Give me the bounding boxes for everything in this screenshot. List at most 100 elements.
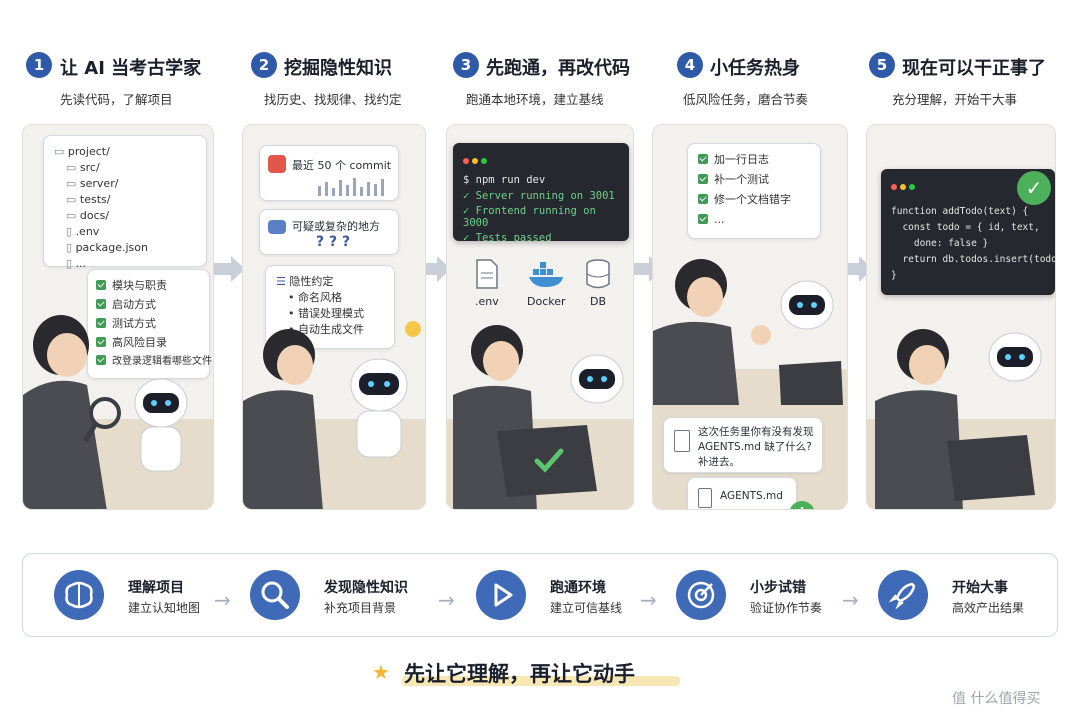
check-icon <box>698 174 708 184</box>
task-item: 修一个文档错字 <box>698 192 810 212</box>
checklist-item-label: 测试方式 <box>112 317 156 330</box>
conventions-title: 隐性约定 <box>289 275 334 288</box>
task-item-label: ... <box>714 213 725 226</box>
summary-4-title: 小步试错 <box>750 580 806 596</box>
flow-arrow-3-bar <box>632 263 650 275</box>
panel-4: 加一行日志 补一个测试 修一个文档错字 ... 这次任务里你有没有发现 AGEN… <box>652 124 848 510</box>
step-3-title: 先跑通，再改代码 <box>486 58 630 79</box>
tagline: 先让它理解，再让它动手 <box>404 662 635 686</box>
folder-icon: ▭ <box>54 145 68 158</box>
summary-2-subtitle: 补充项目背景 <box>324 601 397 615</box>
conventions-title-row: ☰ 隐性约定 <box>276 274 384 290</box>
folder-icon: ▭ <box>66 193 80 206</box>
brain-icon <box>54 570 104 620</box>
tree-item: ▭ docs/ <box>54 208 196 224</box>
convention-item: • 命名风格 <box>288 291 342 304</box>
file-icon: ▯ <box>66 257 76 270</box>
terminal-command: $ npm run dev <box>463 174 546 186</box>
database-icon <box>586 259 610 289</box>
check-icon <box>698 194 708 204</box>
terminal-output-text: Frontend running on 3000 <box>463 205 596 229</box>
dev-terminal: $ npm run dev ✓ Server running on 3001 ✓… <box>453 143 629 244</box>
code-line: function addTodo(text) { <box>891 206 1029 217</box>
thinking-developer-robot-illustration <box>243 321 421 509</box>
step-2-number: 2 <box>251 52 277 78</box>
tree-item-label: tests/ <box>79 193 111 206</box>
tagline-highlight <box>402 676 680 686</box>
panel-1: ▭ project/ ▭ src/ ▭ server/ ▭ tests/ ▭ d… <box>22 124 214 510</box>
panel-3: $ npm run dev ✓ Server running on 3001 ✓… <box>446 124 634 510</box>
task-item: ... <box>698 212 810 232</box>
flow-arrow-1-bar <box>212 263 232 275</box>
tree-item-label: src/ <box>79 161 100 174</box>
commit-history-card: 最近 50 个 commit <box>259 145 399 201</box>
agents-md-note-card: 这次任务里你有没有发现 AGENTS.md 缺了什么? 补进去。 <box>663 417 823 473</box>
fistbump-illustration <box>653 259 843 405</box>
terminal-output-line: ✓ Tests passed <box>463 232 552 244</box>
task-item-label: 修一个文档错字 <box>714 193 791 206</box>
terminal-output-line: ✓ Frontend running on 3000 <box>463 205 596 229</box>
convention-item-label: 命名风格 <box>298 291 342 304</box>
summary-5-subtitle: 高效产出结果 <box>952 601 1025 615</box>
summary-arrow-icon: → <box>842 588 859 612</box>
flow-arrow-1-icon <box>231 256 245 282</box>
step-5-subtitle: 充分理解，开始干大事 <box>892 92 1018 107</box>
step-5-title: 现在可以干正事了 <box>902 58 1046 79</box>
magnifier-icon <box>250 570 300 620</box>
flow-arrow-4-bar <box>846 263 860 275</box>
convention-item-label: 错误处理模式 <box>298 307 364 320</box>
code-line: } <box>891 270 897 281</box>
target-icon <box>676 570 726 620</box>
commit-label: 最近 50 个 commit <box>292 159 392 172</box>
tree-item: ▯ ... <box>54 256 196 272</box>
step-1-number: 1 <box>26 52 52 78</box>
terminal-output-line: ✓ Server running on 3001 <box>463 190 615 202</box>
terminal-output-text: Server running on 3001 <box>475 190 615 202</box>
panel-2: 最近 50 个 commit 可疑或复杂的地方 ? ? ? ☰ 隐性约定 • 命… <box>242 124 426 510</box>
terminal-output-text: Tests passed <box>475 232 552 244</box>
agents-md-file-card: AGENTS.md <box>687 477 797 509</box>
step-4-title: 小任务热身 <box>710 58 800 79</box>
understanding-checklist-card: 模块与职责 启动方式 测试方式 高风险目录 改登录逻辑看哪些文件 <box>87 269 212 379</box>
code-line: return db.todos.insert(todo) <box>891 254 1056 265</box>
step-4-subtitle: 低风险任务，磨合节奏 <box>683 92 809 107</box>
checklist-item: 启动方式 <box>96 297 201 316</box>
tree-item-label: project/ <box>67 145 110 158</box>
task-item-label: 加一行日志 <box>714 153 769 166</box>
task-item-label: 补一个测试 <box>714 173 769 186</box>
success-check-icon: ✓ <box>1017 171 1051 205</box>
step-5-number: 5 <box>869 52 895 78</box>
check-icon <box>96 337 106 347</box>
file-icon <box>698 488 712 508</box>
code-line: done: false } <box>891 238 989 249</box>
note-line-1: 这次任务里你有没有发现 <box>698 426 814 438</box>
task-item: 加一行日志 <box>698 152 810 172</box>
question-label: 可疑或复杂的地方 <box>292 220 380 233</box>
tree-item: ▭ src/ <box>54 160 196 176</box>
convention-item: • 错误处理模式 <box>288 307 364 320</box>
step-1-title: 让 AI 当考古学家 <box>60 58 202 79</box>
check-icon <box>96 280 106 290</box>
file-icon: ▯ <box>66 241 76 254</box>
check-icon <box>96 318 106 328</box>
step-1-subtitle: 先读代码，了解项目 <box>60 92 173 107</box>
code-line: const todo = { id, text, <box>891 222 1040 233</box>
developer-laptop-illustration <box>453 325 624 509</box>
window-controls <box>463 149 619 168</box>
step-2-subtitle: 找历史、找规律、找约定 <box>264 92 402 107</box>
suspicious-areas-card: 可疑或复杂的地方 ? ? ? <box>259 209 399 255</box>
step-2-title: 挖掘隐性知识 <box>284 58 392 79</box>
task-item: 补一个测试 <box>698 172 810 192</box>
developer-magnifier-illustration <box>23 315 188 509</box>
env-file-icon <box>476 259 498 289</box>
chat-bubble-icon <box>268 220 286 234</box>
check-icon <box>96 299 106 309</box>
checklist-item: 测试方式 <box>96 316 201 335</box>
list-icon: ☰ <box>276 275 290 288</box>
star-icon: ★ <box>372 660 390 684</box>
watermark: 值 什么值得买 <box>952 691 1041 707</box>
summary-2-title: 发现隐性知识 <box>324 580 408 596</box>
step-4-number: 4 <box>677 52 703 78</box>
play-icon <box>476 570 526 620</box>
tree-item-label: .env <box>75 225 100 238</box>
